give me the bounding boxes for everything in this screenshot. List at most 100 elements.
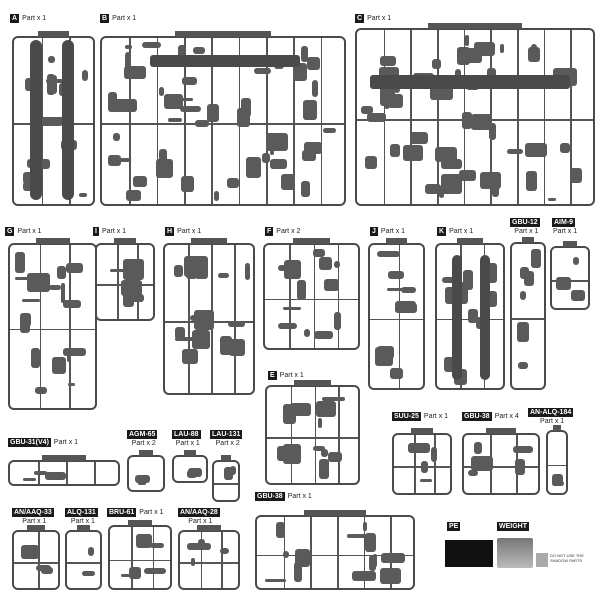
sprue-runner [110,559,170,561]
model-part [124,45,133,49]
sprue-tag [410,428,434,434]
sprue-runner [234,245,236,393]
model-part [374,346,393,367]
sprue-runner [117,245,119,319]
model-part [334,312,341,331]
model-part [193,310,215,331]
model-part [113,99,137,112]
sprue-quantity: Part x 1 [112,15,137,22]
model-part [368,554,377,572]
sprue-runner [267,437,358,439]
model-part [112,132,121,142]
model-part [499,44,505,53]
model-part [524,271,535,286]
model-part [352,571,376,581]
sprue-tag [139,450,153,456]
model-part [377,250,400,258]
sprue-code-badge: AGM-65 [127,430,158,439]
sprue-frame [392,428,452,495]
sprue-quantity: Part x 1 [139,509,164,516]
model-part [435,147,458,163]
model-part [439,189,445,199]
model-part [387,288,407,292]
sprue-runner [39,245,42,408]
model-part [346,533,369,538]
sprue-tag [553,425,561,431]
sprue-frame [127,450,165,492]
sprue-tag [427,23,523,29]
sprue-frame [12,525,60,590]
fuselage-part [62,40,74,200]
model-part [289,402,311,417]
sprue-runner [310,517,312,588]
sprue-quantity: Part x 1 [423,413,449,420]
sprue-quantity: Part x 1 [540,418,565,425]
model-part [295,548,310,567]
model-part [229,466,236,475]
sprue-tag [221,455,231,461]
sprue-label: GBU-31(V4)Part x 1 [8,438,78,447]
photo-etch-sheet [445,540,493,567]
sprue-quantity: Part x 1 [177,228,202,235]
model-part [193,46,206,54]
sprue-quantity: Part x 1 [287,493,312,500]
sprue-runner [14,562,58,564]
model-part [30,347,40,368]
model-part [403,145,423,161]
fuselage-part [480,255,490,380]
sprue-frame [12,31,95,206]
model-part [390,143,400,158]
model-part [313,330,334,339]
model-part [278,323,297,330]
model-part [226,178,240,188]
model-part [389,368,404,379]
sprue-tag [562,241,578,247]
model-part [468,308,479,324]
model-part [219,335,232,355]
sprue-quantity: Part x 2 [215,440,240,447]
sprue-runner [410,30,412,204]
wing-part [370,75,570,89]
sprue-quantity: Part x 1 [188,518,213,525]
model-part [190,557,196,566]
sprue-runner [314,387,316,483]
sprue-code-badge: GBU-31(V4) [8,438,51,447]
model-part [283,307,301,311]
sprue-runner [313,245,315,348]
model-part [525,171,538,191]
model-part [198,538,205,545]
model-part [280,174,295,190]
sprue-quantity: Part x 1 [17,228,42,235]
model-part [14,252,25,274]
sprue-frame [355,23,595,206]
model-part [20,312,32,328]
sprue-runner [517,30,519,204]
model-part [107,92,117,113]
model-part [44,472,67,481]
sprue-runner [10,328,95,330]
model-part [187,542,211,551]
model-part [519,290,527,300]
model-part [294,561,303,582]
model-part [560,143,571,154]
model-part [182,77,198,86]
sprue-tag [37,31,70,37]
model-part [20,320,30,333]
model-part [264,578,286,583]
model-part [361,106,373,115]
sprue-tag [385,238,408,244]
sprue-runner [221,532,223,588]
model-part [120,573,135,578]
sprue-tag [27,525,45,531]
model-part [278,265,288,271]
sprue-code-badge: GBU-38 [255,492,285,501]
sprue-runner [94,462,96,484]
model-part [303,328,311,338]
sprue-code-badge: ALQ-131 [65,508,98,517]
sprue-tag [183,450,197,456]
sprue-runner [38,532,40,588]
